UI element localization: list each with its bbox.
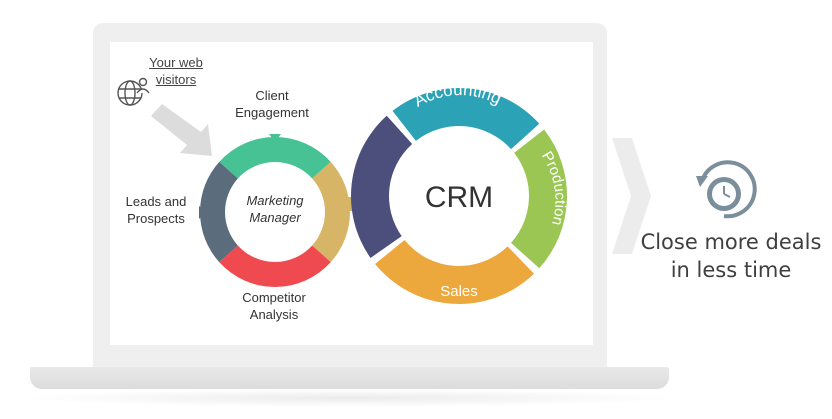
laptop-base (30, 367, 669, 389)
client-engagement-line1: Client (255, 88, 289, 103)
clock-refresh-icon (696, 160, 757, 219)
competitor-analysis-line2: Analysis (250, 307, 299, 322)
tagline-line2: in less time (670, 258, 792, 282)
segment-marketing-tan (312, 161, 350, 263)
client-engagement-line2: Engagement (235, 105, 309, 120)
segment-production (511, 129, 567, 269)
marketing-center-line2: Manager (249, 210, 301, 225)
tagline: Close more deals in less time (636, 228, 826, 284)
knob-top (269, 134, 281, 142)
web-visitors-link[interactable]: Your web visitors (149, 55, 203, 87)
segment-accounting (392, 88, 540, 150)
marketing-center-line1: Marketing (246, 193, 304, 208)
segment-sales (375, 240, 535, 305)
segment-competitor-analysis (219, 245, 331, 287)
sales-label: Sales (440, 283, 478, 300)
knob-left (199, 206, 206, 219)
big-chevron (612, 138, 651, 254)
competitor-analysis-line1: Competitor (242, 290, 306, 305)
marketing-cycle (200, 137, 350, 287)
tagline-line1: Close more deals (640, 230, 822, 254)
laptop-shadow (20, 389, 680, 407)
segment-crm-navy (351, 115, 413, 258)
leads-prospects-line1: Leads and (126, 194, 187, 209)
leads-prospects-line2: Prospects (127, 211, 185, 226)
crm-cycle (351, 88, 567, 305)
segment-client-engagement (219, 137, 331, 179)
globe-user-icon (117, 77, 150, 106)
crm-center-label: CRM (425, 181, 493, 214)
segment-leads-prospects (200, 161, 238, 263)
visitors-arrow (151, 104, 212, 156)
